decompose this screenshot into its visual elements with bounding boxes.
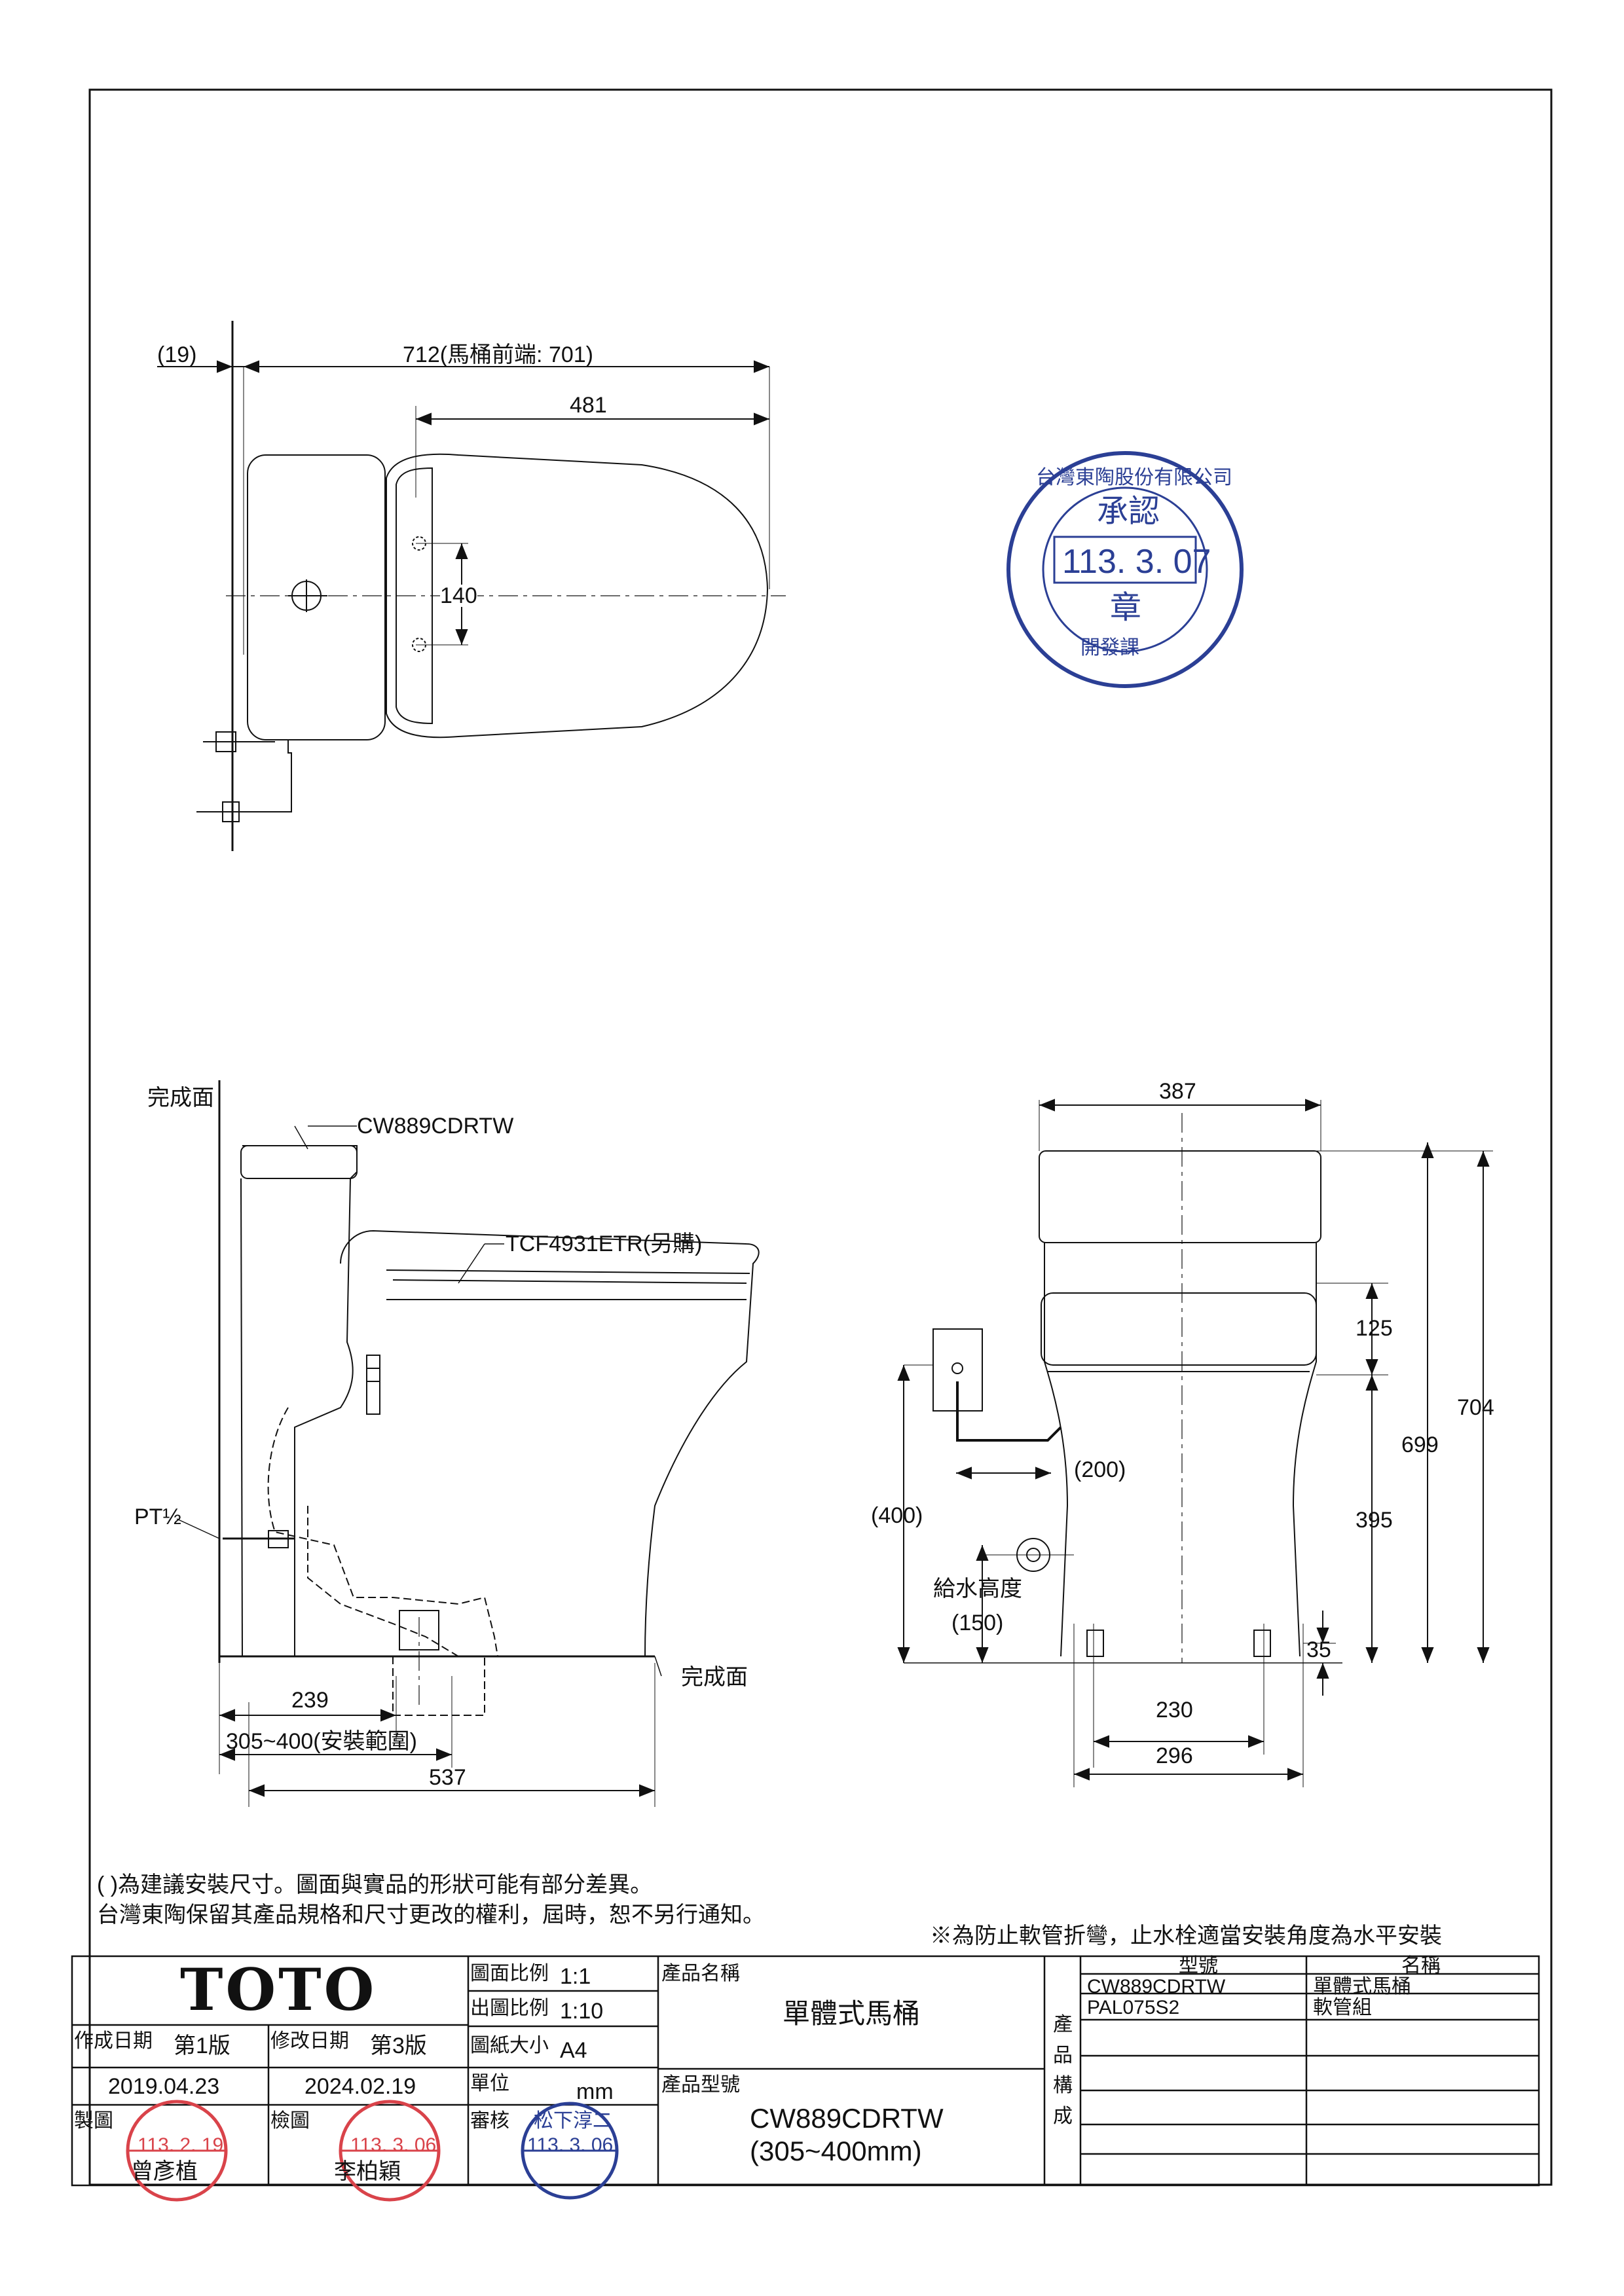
dim-bolt-spacing: 140 bbox=[440, 583, 477, 608]
finish-surface-wall: 完成面 bbox=[147, 1085, 214, 1110]
product-model-range: (305~400mm) bbox=[750, 2136, 922, 2166]
stamp-company: 台灣東陶股份有限公司 bbox=[1036, 467, 1232, 488]
product-name-label: 產品名稱 bbox=[661, 1963, 740, 1984]
created-edition: 第1版 bbox=[174, 2033, 231, 2058]
front-view bbox=[897, 1099, 1493, 1787]
component-model-1: CW889CDRTW bbox=[1087, 1976, 1226, 1997]
product-model: CW889CDRTW bbox=[750, 2103, 944, 2134]
approved-label: 審核 bbox=[470, 2110, 509, 2132]
drawn-by: 曾彥植 bbox=[131, 2159, 198, 2184]
output-scale-label: 出圖比例 bbox=[470, 1997, 549, 2019]
paper-label: 圖紙大小 bbox=[470, 2035, 549, 2056]
title-block bbox=[71, 1955, 1540, 2202]
created-date: 2019.04.23 bbox=[108, 2074, 220, 2099]
dim-400: (400) bbox=[871, 1503, 923, 1528]
stamp-date: 113. 3. 07 bbox=[1062, 543, 1211, 581]
created-label: 作成日期 bbox=[74, 2030, 153, 2052]
dim-699: 699 bbox=[1401, 1432, 1439, 1457]
pipe-thread-label: PT½ bbox=[134, 1504, 181, 1529]
output-scale-value: 1:10 bbox=[560, 1999, 604, 2024]
component-name-1: 單體式馬桶 bbox=[1313, 1976, 1411, 1997]
dim-239: 239 bbox=[291, 1688, 329, 1713]
modified-date: 2024.02.19 bbox=[304, 2074, 416, 2099]
dim-230: 230 bbox=[1156, 1698, 1193, 1722]
modified-edition: 第3版 bbox=[370, 2033, 427, 2058]
checked-by: 李柏穎 bbox=[334, 2159, 401, 2184]
component-name-2: 軟管組 bbox=[1313, 1997, 1372, 2018]
dim-seat-length: 481 bbox=[570, 393, 607, 418]
dim-install-range: 305~400(安裝範圍) bbox=[226, 1729, 417, 1754]
modified-label: 修改日期 bbox=[270, 2030, 349, 2052]
dim-125: 125 bbox=[1356, 1316, 1393, 1341]
col-name-header: 名稱 bbox=[1401, 1955, 1441, 1977]
scale-value: 1:1 bbox=[560, 1964, 591, 1989]
dim-704: 704 bbox=[1457, 1395, 1494, 1420]
side-view bbox=[176, 1080, 760, 1807]
note-line-1: ( )為建議安裝尺寸。圖面與實品的形狀可能有部分差異。 bbox=[97, 1872, 653, 1897]
dim-200: (200) bbox=[1074, 1457, 1126, 1482]
water-height-value: (150) bbox=[951, 1611, 1004, 1635]
hose-note: ※為防止軟管折彎，止水栓適當安裝角度為水平安裝 bbox=[930, 1923, 1442, 1948]
drawn-label: 製圖 bbox=[74, 2110, 113, 2132]
paper-value: A4 bbox=[560, 2038, 587, 2063]
stamp-seal: 章 bbox=[1110, 591, 1142, 625]
dim-gap: (19) bbox=[157, 342, 197, 367]
product-name: 單體式馬桶 bbox=[783, 1998, 921, 2029]
scale-label: 圖面比例 bbox=[470, 1963, 549, 1984]
dim-537: 537 bbox=[429, 1765, 466, 1790]
stamp-title: 承認 bbox=[1097, 494, 1160, 529]
checked-label: 檢圖 bbox=[270, 2110, 310, 2132]
checked-stamp-date: 113. 3. 06 bbox=[350, 2134, 437, 2156]
model-callout: CW889CDRTW bbox=[357, 1114, 514, 1139]
seat-callout: TCF4931ETR(另購) bbox=[506, 1231, 703, 1256]
drawn-stamp-date: 113. 2. 19 bbox=[138, 2134, 224, 2156]
product-model-label: 產品型號 bbox=[661, 2074, 740, 2096]
top-view bbox=[157, 321, 786, 851]
dim-395: 395 bbox=[1356, 1508, 1393, 1533]
dim-387: 387 bbox=[1159, 1079, 1196, 1104]
approved-stamp-date: 113. 3. 06 bbox=[527, 2134, 614, 2156]
component-model-2: PAL075S2 bbox=[1087, 1997, 1180, 2018]
dim-35: 35 bbox=[1306, 1637, 1331, 1662]
dim-296: 296 bbox=[1156, 1743, 1193, 1768]
note-line-2: 台灣東陶保留其產品規格和尺寸更改的權利，屆時，恕不另行通知。 bbox=[97, 1903, 765, 1927]
col-model-header: 型號 bbox=[1179, 1955, 1218, 1977]
dim-total-length: 712(馬桶前端: 701) bbox=[403, 342, 593, 367]
toto-logo: TOTO bbox=[180, 1956, 377, 2024]
approved-stamp-name: 松下淳二 bbox=[534, 2110, 612, 2132]
composition-label: 產品構成 bbox=[1053, 2014, 1073, 2127]
stamp-dept: 開發課 bbox=[1080, 637, 1139, 659]
water-height-label: 給水高度 bbox=[933, 1576, 1022, 1601]
unit-value: mm bbox=[576, 2079, 614, 2104]
unit-label: 單位 bbox=[470, 2073, 509, 2094]
sheet-border bbox=[88, 88, 1553, 2186]
approval-stamp-top bbox=[1006, 451, 1244, 688]
finish-surface-floor: 完成面 bbox=[681, 1665, 748, 1690]
